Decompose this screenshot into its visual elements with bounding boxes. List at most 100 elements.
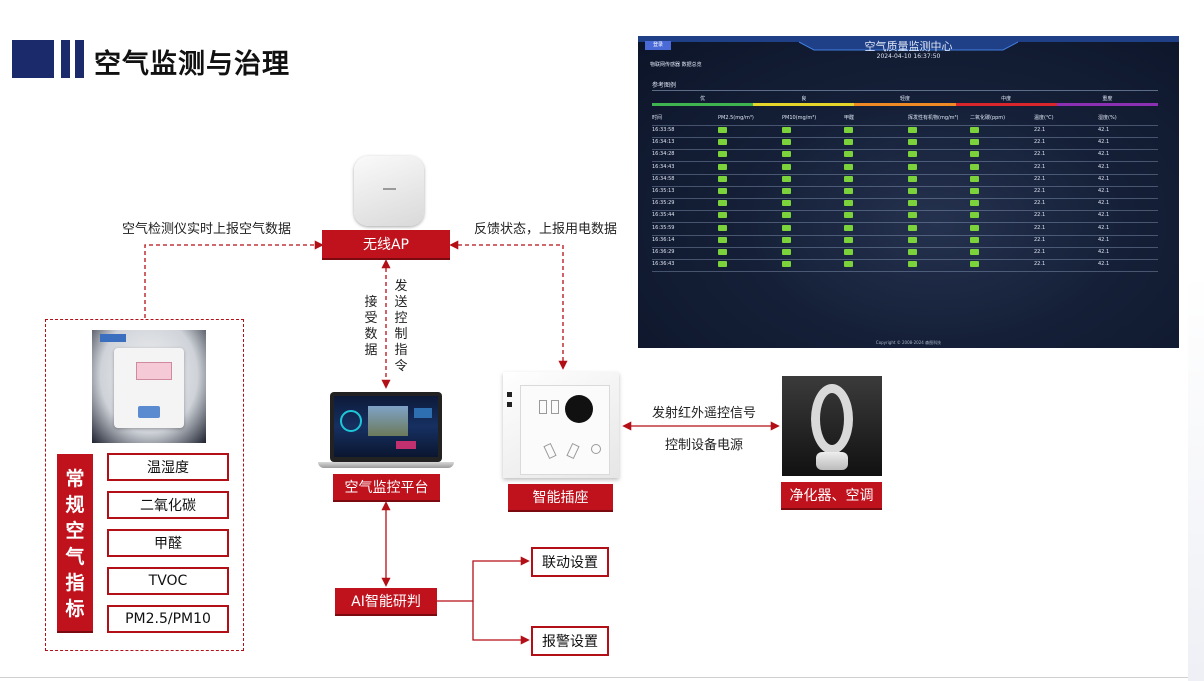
title-bar-short-1 bbox=[61, 40, 70, 78]
sensor-brand-icon bbox=[138, 406, 160, 418]
sensor-label-char: 指 bbox=[65, 572, 85, 594]
sensor-label-char: 气 bbox=[65, 546, 85, 568]
smart-socket-image bbox=[503, 372, 619, 478]
line-ai-to-linkage bbox=[437, 556, 530, 602]
sensor-label-char: 空 bbox=[65, 520, 85, 542]
dashboard-cell-temp: 22.1 bbox=[1034, 163, 1046, 170]
dashboard-column-header: 温度(℃) bbox=[1034, 115, 1054, 121]
dashboard-cell-time: 16:36:29 bbox=[652, 249, 675, 255]
node-alarm-settings: 报警设置 bbox=[531, 626, 609, 656]
dashboard-status-badge bbox=[782, 139, 791, 146]
dashboard-status-badge bbox=[718, 224, 727, 231]
dashboard-status-badge bbox=[844, 249, 853, 255]
dashboard-cell-time: 16:34:43 bbox=[652, 163, 675, 170]
dashboard-status-badge bbox=[908, 127, 917, 133]
sensor-label-char: 常 bbox=[65, 468, 85, 490]
dashboard-level-bar bbox=[753, 103, 855, 106]
socket-hole-icon bbox=[566, 442, 580, 460]
dashboard-status-badge bbox=[718, 188, 727, 194]
indicator-item: 温湿度 bbox=[107, 453, 229, 481]
dashboard-cell-humidity: 42.1 bbox=[1098, 139, 1110, 146]
caption-left-report: 空气检测仪实时上报空气数据 bbox=[122, 222, 292, 237]
dashboard-status-badge bbox=[718, 200, 727, 207]
dashboard-level-bar bbox=[854, 103, 956, 106]
dashboard-column-header: PM10(mg/m³) bbox=[782, 115, 817, 121]
dashboard-status-badge bbox=[844, 224, 853, 231]
bottom-rule bbox=[0, 677, 1204, 678]
indicator-item: PM2.5/PM10 bbox=[107, 605, 229, 633]
wireless-ap-device-image bbox=[354, 156, 424, 226]
indicator-item: TVOC bbox=[107, 567, 229, 595]
dashboard-status-badge bbox=[718, 139, 727, 146]
caption-ir-signal: 发射红外遥控信号 bbox=[652, 406, 757, 421]
purifier-image bbox=[782, 376, 882, 476]
dashboard-cell-humidity: 42.1 bbox=[1098, 249, 1110, 255]
caption-send-control: 发送控制指令 bbox=[394, 279, 408, 374]
dashboard-nav: 物联网传感器 数据总览 bbox=[650, 62, 702, 68]
dashboard-cell-time: 16:35:44 bbox=[652, 212, 675, 219]
dashboard-cell-time: 16:34:58 bbox=[652, 175, 675, 182]
dashboard-status-badge bbox=[970, 151, 979, 158]
dashboard-cell-humidity: 42.1 bbox=[1098, 175, 1110, 182]
laptop-image bbox=[330, 392, 442, 462]
dashboard-level-label: 中度 bbox=[1001, 96, 1012, 102]
sensor-logo-icon bbox=[100, 334, 126, 342]
dashboard-status-badge bbox=[908, 200, 917, 207]
dashboard-status-badge bbox=[970, 127, 979, 133]
dashboard-status-badge bbox=[908, 249, 917, 255]
dashboard-cell-time: 16:35:59 bbox=[652, 224, 675, 231]
purifier-base bbox=[816, 452, 848, 470]
dashboard-status-badge bbox=[844, 261, 853, 268]
dashboard-title: 空气质量监测中心 bbox=[864, 40, 953, 53]
dashboard-status-badge bbox=[970, 200, 979, 207]
dashboard-login-button[interactable]: 登录 bbox=[645, 41, 671, 50]
dashboard-datetime: 2024-04-10 16:37:50 bbox=[876, 53, 941, 60]
dashboard-status-badge bbox=[844, 127, 853, 133]
dashboard-cell-time: 16:35:29 bbox=[652, 200, 675, 207]
right-edge-shade bbox=[1188, 0, 1204, 681]
dashboard-status-badge bbox=[970, 224, 979, 231]
dashboard-cell-humidity: 42.1 bbox=[1098, 127, 1110, 133]
dashboard-level-label: 重度 bbox=[1102, 96, 1113, 102]
dashboard-legend-section: 参考图例 bbox=[652, 82, 677, 89]
line-ap-to-socket bbox=[449, 240, 568, 370]
dashboard-cell-humidity: 42.1 bbox=[1098, 151, 1110, 158]
dashboard-level-label: 良 bbox=[801, 96, 807, 102]
indicator-item: 甲醛 bbox=[107, 529, 229, 557]
dashboard-cell-time: 16:35:13 bbox=[652, 188, 675, 194]
laptop-screen bbox=[334, 396, 438, 457]
dashboard-status-badge bbox=[844, 163, 853, 170]
socket-button-icon bbox=[591, 444, 601, 454]
node-wireless-ap: 无线AP bbox=[322, 230, 450, 260]
laptop-gauge-icon bbox=[340, 410, 362, 432]
dashboard-status-badge bbox=[718, 127, 727, 133]
dashboard-status-badge bbox=[782, 163, 791, 170]
caption-right-feedback: 反馈状态，上报用电数据 bbox=[474, 222, 618, 237]
dashboard-status-badge bbox=[782, 224, 791, 231]
dashboard-column-header: 时间 bbox=[652, 115, 663, 121]
dashboard-status-badge bbox=[782, 212, 791, 219]
dashboard-status-badge bbox=[908, 139, 917, 146]
dashboard-cell-temp: 22.1 bbox=[1034, 212, 1046, 219]
dashboard-column-header: 挥发性有机物(mg/m³) bbox=[908, 115, 959, 121]
title-bar-short-2 bbox=[75, 40, 84, 78]
dashboard-level-bar bbox=[955, 103, 1057, 106]
dashboard-status-badge bbox=[908, 163, 917, 170]
node-linkage-settings: 联动设置 bbox=[531, 547, 609, 577]
socket-ir-sensor-icon bbox=[565, 395, 593, 423]
dashboard-cell-temp: 22.1 bbox=[1034, 139, 1046, 146]
dashboard-status-badge bbox=[844, 200, 853, 207]
dashboard-cell-temp: 22.1 bbox=[1034, 151, 1046, 158]
socket-panel bbox=[520, 385, 610, 475]
